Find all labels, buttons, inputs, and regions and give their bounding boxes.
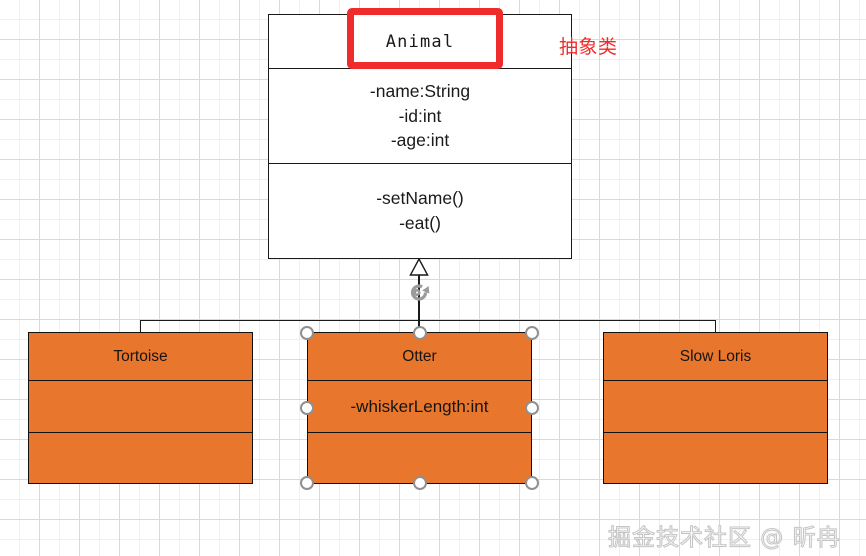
watermark: 掘金技术社区 @ 昕冉	[608, 525, 841, 552]
selection-handle-middle-left[interactable]	[300, 401, 314, 415]
otter-class-name: Otter	[402, 347, 437, 365]
abstract-class-annotation-label: 抽象类	[559, 36, 618, 58]
generalization-bus	[140, 320, 716, 322]
selection-handle-top-right[interactable]	[525, 326, 539, 340]
generalization-arrowhead-icon	[409, 258, 429, 276]
otter-methods-compartment	[308, 432, 531, 483]
uml-class-otter[interactable]: Otter -whiskerLength:int	[307, 332, 532, 484]
tortoise-title-compartment: Tortoise	[29, 333, 252, 380]
animal-attribute-1: -id:int	[398, 105, 442, 126]
slow-loris-class-name: Slow Loris	[679, 347, 752, 365]
animal-attributes-compartment: -name:String -id:int -age:int	[269, 68, 571, 163]
uml-class-slow-loris[interactable]: Slow Loris	[603, 332, 828, 484]
rotate-icon[interactable]	[404, 277, 435, 308]
generalization-drop-slow-loris	[715, 320, 717, 333]
tortoise-class-name: Tortoise	[113, 347, 168, 365]
slow-loris-attributes-compartment	[604, 380, 827, 432]
otter-attribute-0: -whiskerLength:int	[350, 396, 489, 416]
selection-handle-bottom-left[interactable]	[300, 476, 314, 490]
animal-class-name: Animal	[385, 31, 455, 52]
selection-handle-top-center[interactable]	[412, 326, 427, 340]
selection-handle-bottom-right[interactable]	[525, 476, 539, 490]
otter-attributes-compartment: -whiskerLength:int	[308, 380, 531, 432]
animal-attribute-2: -age:int	[390, 130, 450, 151]
selection-handle-middle-right[interactable]	[525, 401, 539, 415]
animal-attribute-0: -name:String	[369, 81, 471, 102]
tortoise-attributes-compartment	[29, 380, 252, 432]
uml-class-tortoise[interactable]: Tortoise	[28, 332, 253, 484]
uml-class-animal[interactable]: Animal -name:String -id:int -age:int -se…	[268, 14, 572, 259]
generalization-drop-tortoise	[140, 320, 142, 333]
otter-title-compartment: Otter	[308, 333, 531, 380]
animal-methods-compartment: -setName() -eat()	[269, 163, 571, 258]
animal-title-compartment: Animal	[269, 15, 571, 68]
animal-method-0: -setName()	[376, 188, 464, 209]
animal-method-1: -eat()	[399, 212, 441, 233]
tortoise-methods-compartment	[29, 432, 252, 483]
slow-loris-title-compartment: Slow Loris	[604, 333, 827, 380]
slow-loris-methods-compartment	[604, 432, 827, 483]
selection-handle-bottom-center[interactable]	[412, 476, 427, 490]
selection-handle-top-left[interactable]	[300, 326, 314, 340]
